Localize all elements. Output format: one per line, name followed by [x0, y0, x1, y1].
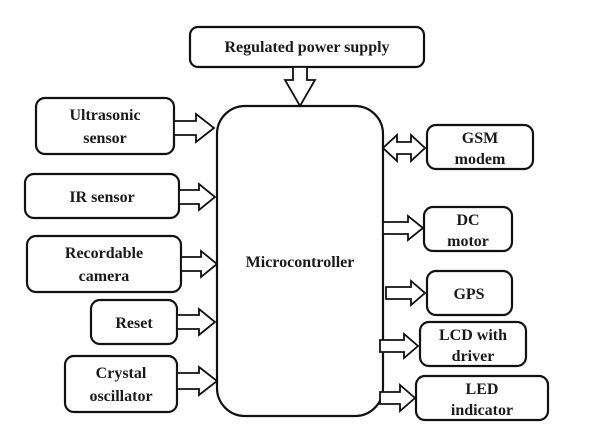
microcontroller-label: Microcontroller: [246, 254, 355, 271]
input-camera: Recordable camera: [25, 234, 219, 294]
gps-box: [425, 269, 514, 317]
ultrasonic-arrow: [173, 112, 216, 144]
gsm-bidirectional-arrow: [381, 132, 427, 164]
led-arrow: [379, 383, 417, 413]
dc-motor-arrow: [382, 214, 425, 242]
crystal-label-line1: Crystal: [96, 365, 147, 382]
gps-label: GPS: [453, 286, 484, 303]
output-dc-motor: DC motor: [382, 205, 514, 253]
input-ir: IR sensor: [23, 172, 217, 220]
power-arrow: [283, 66, 317, 108]
camera-label-line1: Recordable: [65, 245, 143, 262]
camera-arrow: [180, 249, 219, 279]
output-led: LED indicator: [379, 374, 550, 422]
power-supply-label: Regulated power supply: [224, 39, 389, 56]
reset-label: Reset: [115, 315, 153, 332]
dc-motor-label-line1: DC: [456, 212, 479, 229]
led-label-line2: indicator: [451, 402, 513, 419]
ultrasonic-label-line1: Ultrasonic: [69, 107, 140, 124]
output-gsm: GSM modem: [381, 123, 535, 171]
crystal-label-line2: oscillator: [89, 388, 152, 405]
input-reset: Reset: [89, 298, 217, 346]
lcd-label-line2: driver: [452, 348, 495, 365]
ultrasonic-label-line2: sensor: [83, 130, 127, 147]
gsm-label-line1: GSM: [462, 130, 498, 147]
ir-label: IR sensor: [69, 189, 134, 206]
ir-arrow: [178, 182, 217, 212]
dc-motor-label-line2: motor: [447, 233, 489, 250]
microcontroller-block: Microcontroller: [215, 104, 385, 418]
crystal-arrow: [176, 365, 219, 397]
input-crystal: Crystal oscillator: [63, 354, 219, 414]
output-gps: GPS: [385, 269, 514, 317]
dc-motor-box: [422, 205, 514, 253]
lcd-label-line1: LCD with: [439, 327, 507, 344]
lcd-arrow: [379, 332, 420, 360]
camera-label-line2: camera: [79, 268, 130, 285]
led-label-line1: LED: [466, 381, 499, 398]
gsm-box: [425, 123, 535, 171]
input-ultrasonic: Ultrasonic sensor: [34, 96, 216, 156]
power-supply-block: Regulated power supply: [188, 25, 426, 108]
lcd-box: [418, 320, 528, 368]
gsm-label-line2: modem: [455, 151, 506, 168]
gps-arrow: [385, 279, 427, 307]
reset-arrow: [176, 307, 217, 337]
output-lcd: LCD with driver: [379, 320, 528, 368]
